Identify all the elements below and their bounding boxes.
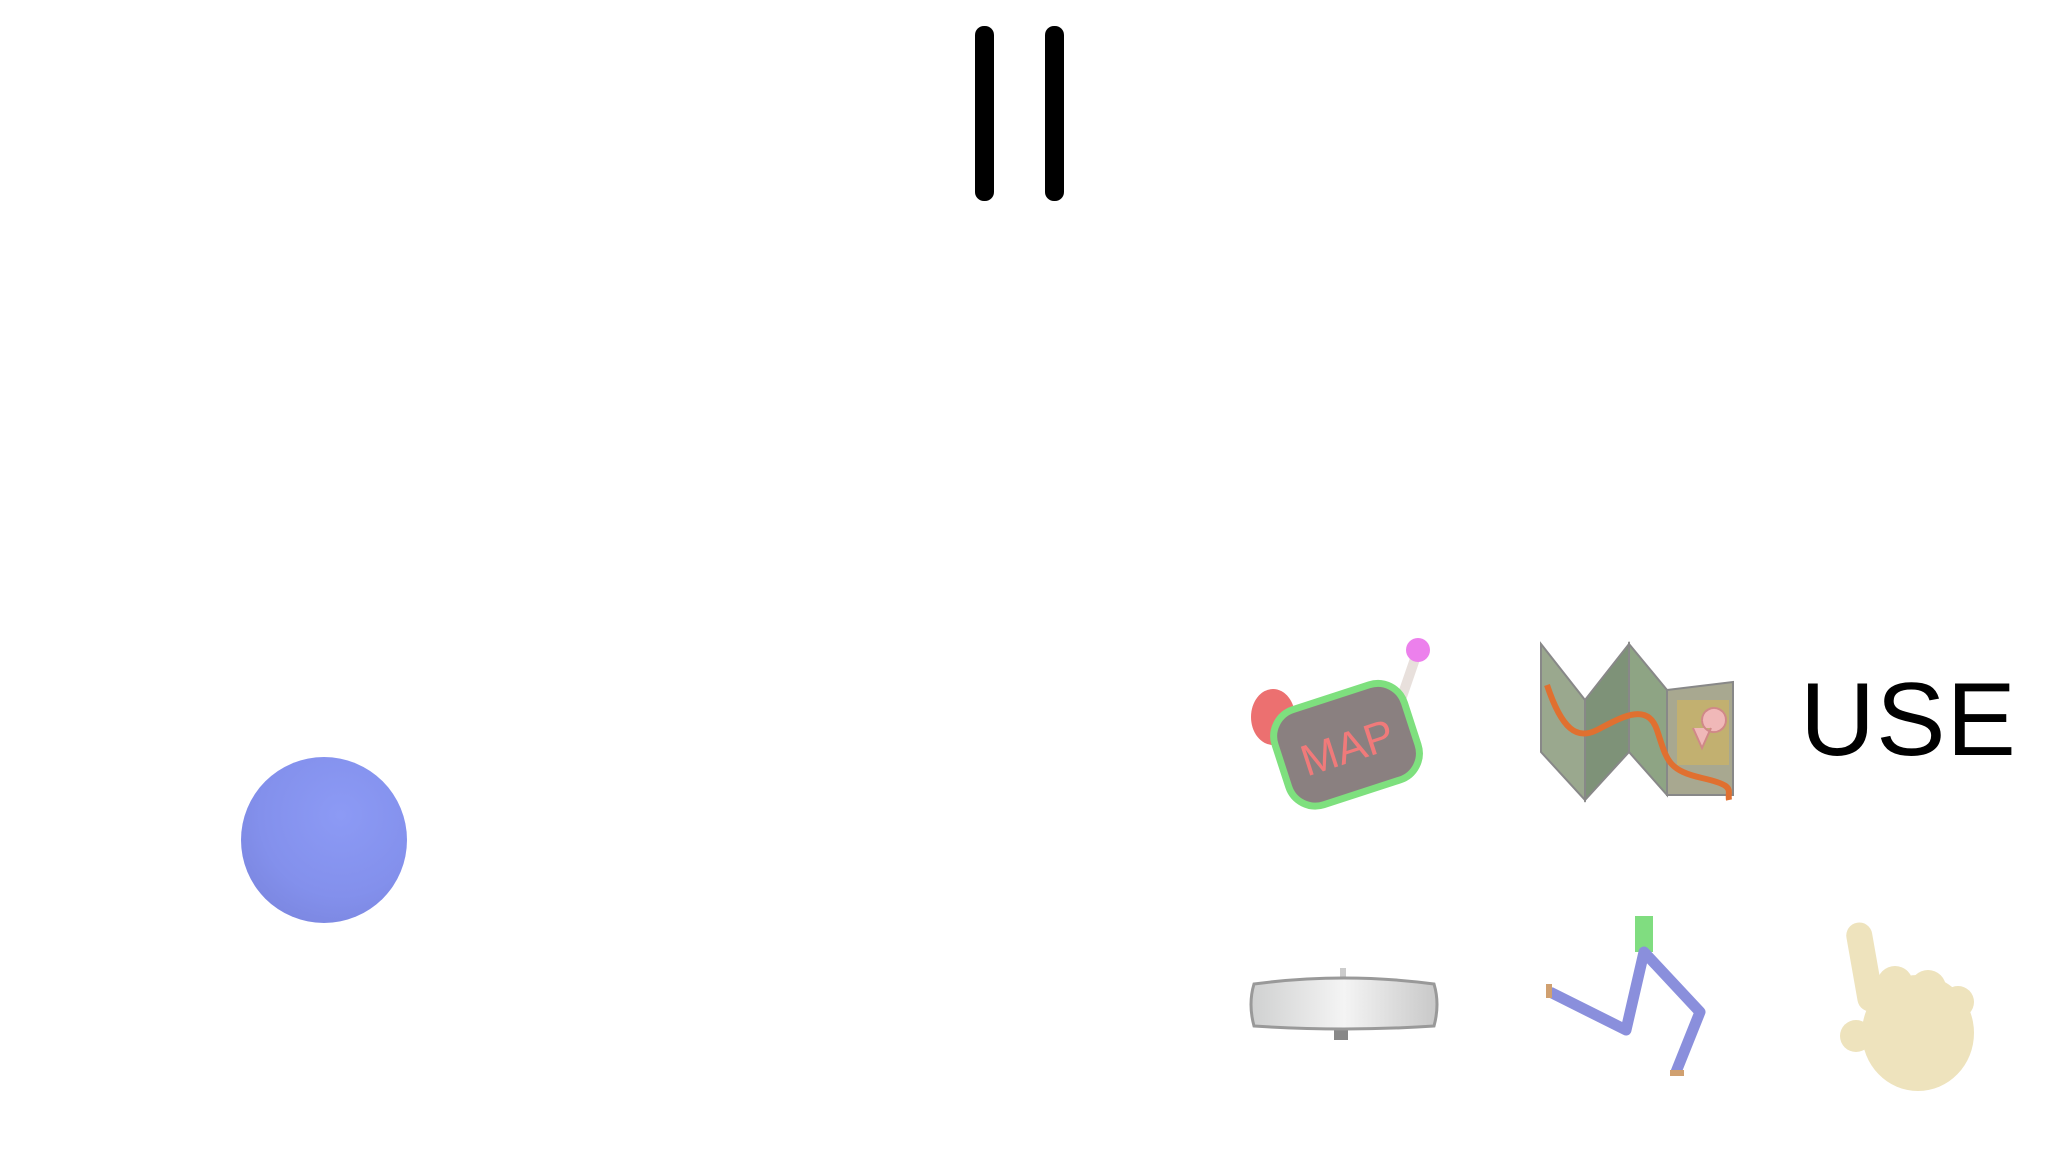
legs-icon <box>1546 916 1706 1076</box>
pause-button[interactable] <box>970 26 1070 206</box>
pause-icon-bar <box>1045 26 1064 201</box>
use-button[interactable]: USE <box>1800 662 2017 778</box>
mirror-button[interactable] <box>1244 960 1444 1050</box>
map-badge-button[interactable]: MAP <box>1245 635 1445 815</box>
interact-button[interactable] <box>1840 918 1990 1093</box>
walk-button[interactable] <box>1540 912 1720 1082</box>
folded-map-icon <box>1540 641 1734 803</box>
pointing-hand-icon <box>1840 922 1974 1091</box>
folded-map-button[interactable] <box>1537 640 1737 805</box>
rearview-mirror-icon <box>1249 968 1439 1040</box>
player-ball <box>241 757 407 923</box>
map-badge-icon: MAP <box>1251 638 1430 810</box>
pause-icon <box>975 26 994 201</box>
